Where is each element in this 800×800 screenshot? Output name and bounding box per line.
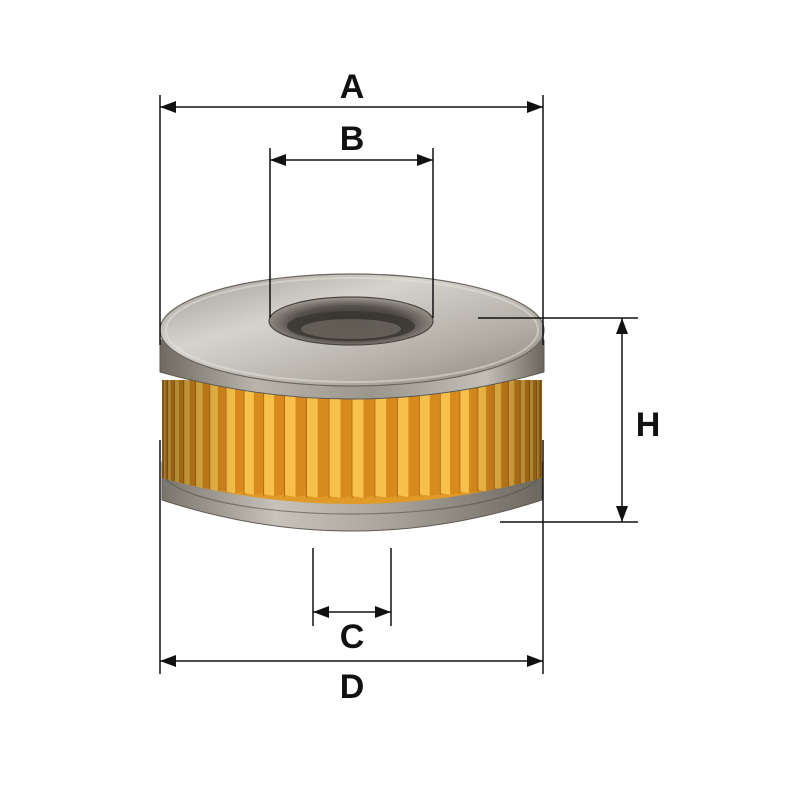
arrowhead-right (375, 606, 391, 618)
arrowhead-left (270, 154, 286, 166)
arrowhead-right (527, 101, 543, 113)
dimension-label-a: A (340, 68, 365, 106)
dimension-label-c: C (340, 618, 365, 656)
arrowhead-left (160, 655, 176, 667)
dimension-label-d: D (340, 668, 365, 706)
dimension-label-h: H (636, 406, 661, 444)
dimension-a: A (159, 68, 544, 345)
dimension-d: D (159, 440, 544, 706)
dimension-c: C (312, 548, 392, 656)
arrowhead-right (417, 154, 433, 166)
arrowhead-bottom (616, 506, 628, 522)
arrowhead-left (160, 101, 176, 113)
arrowhead-top (616, 318, 628, 334)
arrowhead-left (313, 606, 329, 618)
dimension-label-b: B (340, 120, 365, 158)
arrowhead-right (527, 655, 543, 667)
dimension-b: B (269, 120, 434, 318)
pleated-filter-media (162, 380, 542, 504)
dimension-h: H (478, 317, 661, 523)
filter-illustration (159, 273, 545, 532)
